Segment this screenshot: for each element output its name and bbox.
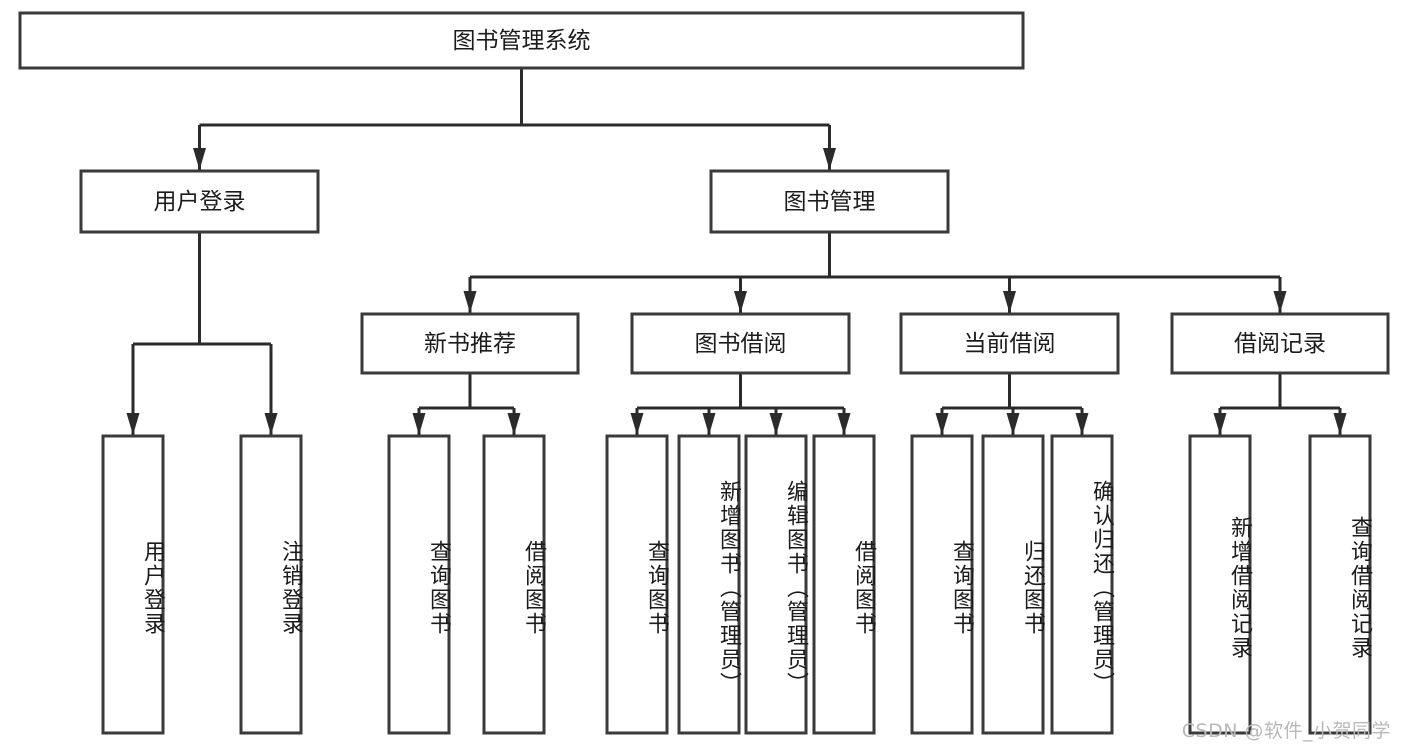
arrow-head-icon	[769, 413, 783, 435]
node-box-leaf-return-book[interactable]	[981, 434, 1045, 735]
node-box-current-borrow[interactable]	[899, 312, 1120, 375]
arrow-head-icon	[734, 291, 747, 313]
node-label-book-manage: 图书管理	[784, 189, 876, 215]
arrow-head-icon	[1075, 413, 1089, 435]
node-box-leaf-borrow-book-1[interactable]	[482, 434, 546, 735]
node-box-leaf-query-book-3[interactable]	[910, 434, 974, 735]
node-label-user-login: 用户登录	[154, 189, 246, 215]
arrow-head-icon	[935, 413, 949, 435]
node-box-leaf-query-book-2[interactable]	[605, 434, 669, 735]
arrow-head-icon	[837, 413, 851, 435]
node-box-root[interactable]	[18, 11, 1025, 70]
node-box-new-book-recommend[interactable]	[360, 312, 580, 375]
arrow-head-icon	[463, 291, 477, 313]
node-box-leaf-edit-book[interactable]	[744, 434, 808, 735]
arrow-head-icon	[412, 413, 426, 435]
node-box-user-login[interactable]	[79, 169, 320, 234]
arrow-head-icon	[193, 148, 206, 170]
arrow-head-icon	[702, 413, 716, 435]
node-box-borrow-record[interactable]	[1170, 312, 1390, 375]
arrow-head-icon	[1213, 413, 1227, 435]
arrow-head-icon	[507, 413, 521, 435]
node-label-new-book-recommend: 新书推荐	[424, 331, 516, 357]
arrow-head-icon	[1273, 291, 1287, 313]
node-label-borrow-record: 借阅记录	[1234, 331, 1326, 357]
arrow-head-icon	[264, 413, 278, 435]
node-box-leaf-add-borrow-record[interactable]	[1188, 434, 1252, 735]
node-label-current-borrow: 当前借阅	[964, 331, 1056, 357]
node-box-book-borrow[interactable]	[630, 312, 851, 375]
arrow-head-icon	[126, 413, 140, 435]
arrow-head-icon	[823, 148, 836, 170]
node-box-book-manage[interactable]	[709, 169, 950, 234]
node-box-leaf-logout[interactable]	[239, 434, 303, 735]
node-box-leaf-user-login[interactable]	[101, 434, 165, 735]
arrow-head-icon	[1006, 413, 1020, 435]
arrow-head-icon	[1003, 291, 1016, 313]
connectors-layer	[126, 68, 1347, 435]
node-box-leaf-query-book-1[interactable]	[387, 434, 451, 735]
node-box-leaf-borrow-book-2[interactable]	[812, 434, 876, 735]
boxes-layer	[18, 11, 1390, 735]
arrow-head-icon	[1333, 413, 1347, 435]
node-box-leaf-query-borrow-record[interactable]	[1308, 434, 1372, 735]
node-box-leaf-add-book[interactable]	[677, 434, 741, 735]
watermark-credit: CSDN @软件_小贺同学	[1181, 720, 1391, 742]
node-label-root: 图书管理系统	[453, 28, 591, 54]
arrow-head-icon	[630, 413, 644, 435]
node-label-book-borrow: 图书借阅	[695, 331, 787, 357]
node-box-leaf-confirm-return[interactable]	[1050, 434, 1114, 735]
